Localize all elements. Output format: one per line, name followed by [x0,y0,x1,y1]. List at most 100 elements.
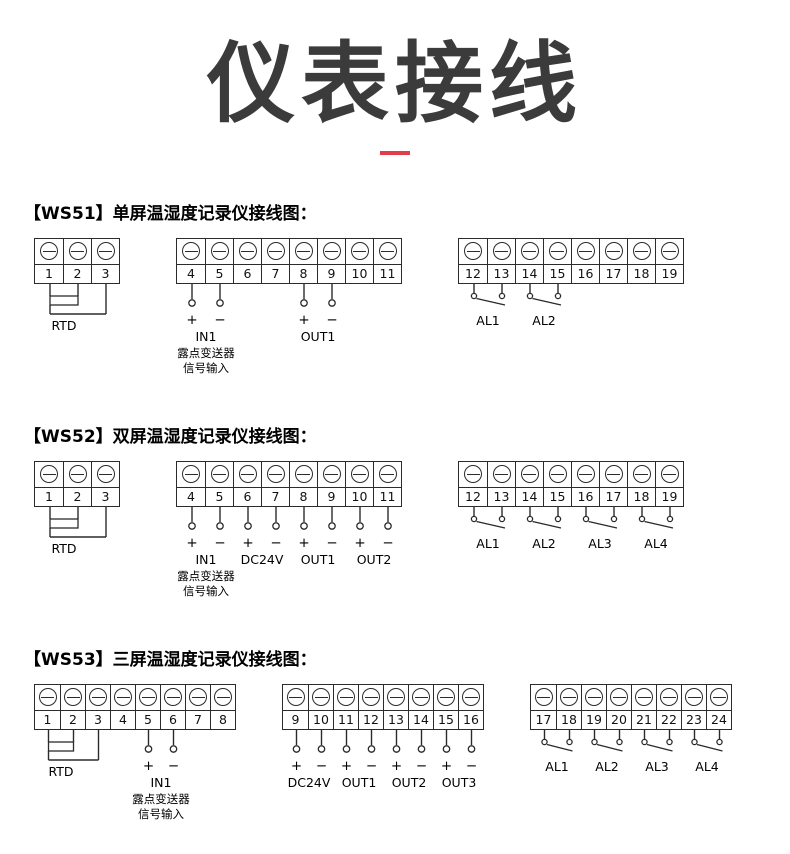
screw-terminal-icon [433,684,458,710]
terminal-number: 2 [60,710,85,729]
screw-terminal-icon [581,684,606,710]
terminal-number: 24 [706,710,731,729]
wire-end-node [299,521,308,530]
terminal-number: 9 [317,264,345,283]
connection-label: IN1 [150,775,171,790]
switch-contact-node [554,292,561,300]
terminal-number: 5 [205,487,233,506]
polarity-sign: − [214,535,225,551]
screw-terminal-icon [487,238,515,264]
screw-terminal-icon [681,684,706,710]
connection-label: AL3 [645,759,668,774]
terminal-number: 16 [571,264,599,283]
screw-row [531,684,731,710]
screw-terminal-icon [458,684,483,710]
section-heading: 【WS52】双屏温湿度记录仪接线图： [24,426,317,447]
terminal-number: 6 [233,487,261,506]
connection-label: RTD [51,318,76,333]
connection-label: AL4 [644,536,668,551]
connection-label: AL3 [588,536,611,551]
connection-label: OUT1 [341,775,376,790]
connection-label: AL1 [476,313,499,328]
title-accent-bar [380,150,410,155]
terminal-number: 22 [656,710,681,729]
connection-label: IN1 [195,552,216,567]
wire-end-node [292,744,300,753]
wire-end-node [317,744,325,753]
terminal-number: 3 [91,487,119,506]
polarity-sign: − [415,758,426,774]
screw-terminal-icon [160,684,185,710]
terminal-number: 17 [535,711,552,727]
wire-end-node [144,744,152,753]
terminal-number: 18 [627,487,655,506]
terminal-number: 4 [187,265,195,281]
connection-label: DC24V [240,552,283,567]
screw-terminal-icon [91,238,119,264]
wiring-diagram: RTD [48,283,107,333]
switch-blade-icon [643,520,673,529]
switch-blade-icon [546,743,573,752]
polarity-sign: − [465,758,476,774]
screw-terminal-icon [110,684,135,710]
terminal-number: 17 [599,487,627,506]
terminal-number: 2 [63,487,91,506]
wire-end-node [355,521,364,530]
connection-label: OUT2 [356,552,391,567]
wire-end-node [342,744,350,753]
screw-terminal-icon [135,684,160,710]
screw-terminal-icon [543,238,571,264]
terminal-number: 3 [85,710,110,729]
terminal-number: 15 [543,264,571,283]
switch-blade-icon [596,743,623,752]
terminal-number: 11 [373,264,401,283]
terminal-number: 20 [606,710,631,729]
screw-terminal-icon [317,238,345,264]
polarity-sign: + [186,312,197,328]
section-heading: 【WS51】单屏温湿度记录仪接线图： [24,203,317,224]
screw-terminal-icon [35,462,63,487]
connection-label: AL2 [532,536,555,551]
screw-row [459,238,683,264]
wire-end-node [187,298,196,307]
terminal-number: 4 [110,710,135,729]
screw-terminal-icon [358,684,383,710]
connection-label: RTD [48,764,73,779]
connection-sublabel: 露点变送器 [177,569,235,583]
screw-terminal-icon [373,238,401,264]
polarity-sign: + [242,535,253,551]
terminal-number: 4 [187,488,195,504]
terminal-number: 12 [465,265,481,281]
screw-terminal-icon [35,685,60,710]
page-title: 仪表接线 [206,32,583,135]
screw-terminal-icon [35,239,63,264]
connection-sublabel: 信号输入 [183,584,229,598]
terminal-number: 15 [433,710,458,729]
switch-contact-node [526,292,533,300]
polarity-sign: + [340,758,351,774]
switch-contact-node [615,738,623,746]
polarity-sign: + [298,312,309,328]
polarity-sign: − [315,758,326,774]
terminal-number: 14 [408,710,433,729]
screw-terminal-icon [63,238,91,264]
